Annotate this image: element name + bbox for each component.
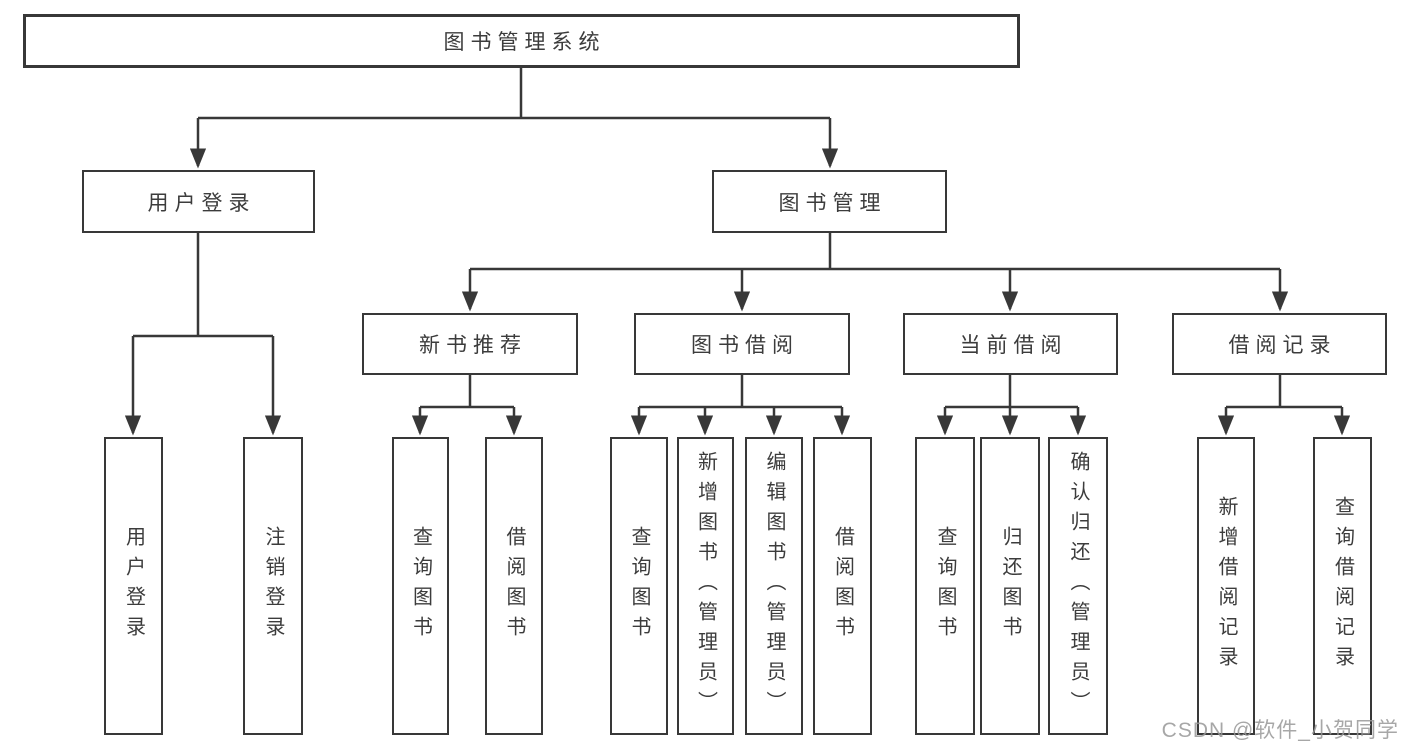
node-br-query-record-label: 查询借阅记录 bbox=[1331, 496, 1354, 676]
node-bb-add-books-admin: 新增图书（管理员） bbox=[677, 437, 734, 735]
node-book-borrowing-label: 图书借阅 bbox=[691, 334, 799, 357]
node-book-management: 图书管理 bbox=[712, 170, 947, 233]
node-new-book-recommend: 新书推荐 bbox=[362, 313, 578, 375]
node-bb-borrow-books-label: 借阅图书 bbox=[831, 526, 854, 646]
node-leaf-logout-label: 注销登录 bbox=[262, 526, 284, 646]
node-cb-return-books-label: 归还图书 bbox=[999, 526, 1021, 646]
node-current-borrowing-label: 当前借阅 bbox=[959, 334, 1068, 357]
node-nbr-borrow-books: 借阅图书 bbox=[485, 437, 543, 735]
node-library-system: 图书管理系统 bbox=[23, 14, 1020, 68]
node-leaf-user-login-label: 用户登录 bbox=[122, 526, 145, 646]
node-bb-edit-books-admin-label: 编辑图书（管理员） bbox=[763, 451, 785, 721]
node-bb-add-books-admin-label: 新增图书（管理员） bbox=[694, 451, 717, 721]
node-nbr-borrow-books-label: 借阅图书 bbox=[503, 526, 525, 646]
csdn-watermark: CSDN @软件_小贺同学 bbox=[1161, 719, 1399, 742]
node-cb-query-books: 查询图书 bbox=[915, 437, 975, 735]
node-nbr-query-books-label: 查询图书 bbox=[409, 526, 432, 646]
node-book-management-label: 图书管理 bbox=[778, 191, 887, 215]
node-library-system-label: 图书管理系统 bbox=[443, 31, 606, 54]
node-br-query-record: 查询借阅记录 bbox=[1313, 437, 1372, 735]
node-bb-query-books-label: 查询图书 bbox=[628, 526, 650, 646]
node-user-login-label: 用户登录 bbox=[147, 191, 256, 215]
node-borrowing-records: 借阅记录 bbox=[1172, 313, 1387, 375]
node-borrowing-records-label: 借阅记录 bbox=[1228, 334, 1337, 357]
node-cb-confirm-return-admin: 确认归还（管理员） bbox=[1048, 437, 1108, 735]
node-leaf-logout: 注销登录 bbox=[243, 437, 303, 735]
node-bb-edit-books-admin: 编辑图书（管理员） bbox=[745, 437, 803, 735]
node-book-borrowing: 图书借阅 bbox=[634, 313, 850, 375]
node-br-add-record: 新增借阅记录 bbox=[1197, 437, 1255, 735]
node-user-login: 用户登录 bbox=[82, 170, 315, 233]
node-br-add-record-label: 新增借阅记录 bbox=[1215, 496, 1237, 676]
node-current-borrowing: 当前借阅 bbox=[903, 313, 1118, 375]
node-bb-borrow-books: 借阅图书 bbox=[813, 437, 872, 735]
node-nbr-query-books: 查询图书 bbox=[392, 437, 449, 735]
node-bb-query-books: 查询图书 bbox=[610, 437, 668, 735]
node-cb-confirm-return-admin-label: 确认归还（管理员） bbox=[1067, 451, 1089, 721]
node-cb-return-books: 归还图书 bbox=[980, 437, 1040, 735]
node-leaf-user-login: 用户登录 bbox=[104, 437, 163, 735]
node-new-book-recommend-label: 新书推荐 bbox=[419, 334, 527, 357]
node-cb-query-books-label: 查询图书 bbox=[934, 526, 956, 646]
